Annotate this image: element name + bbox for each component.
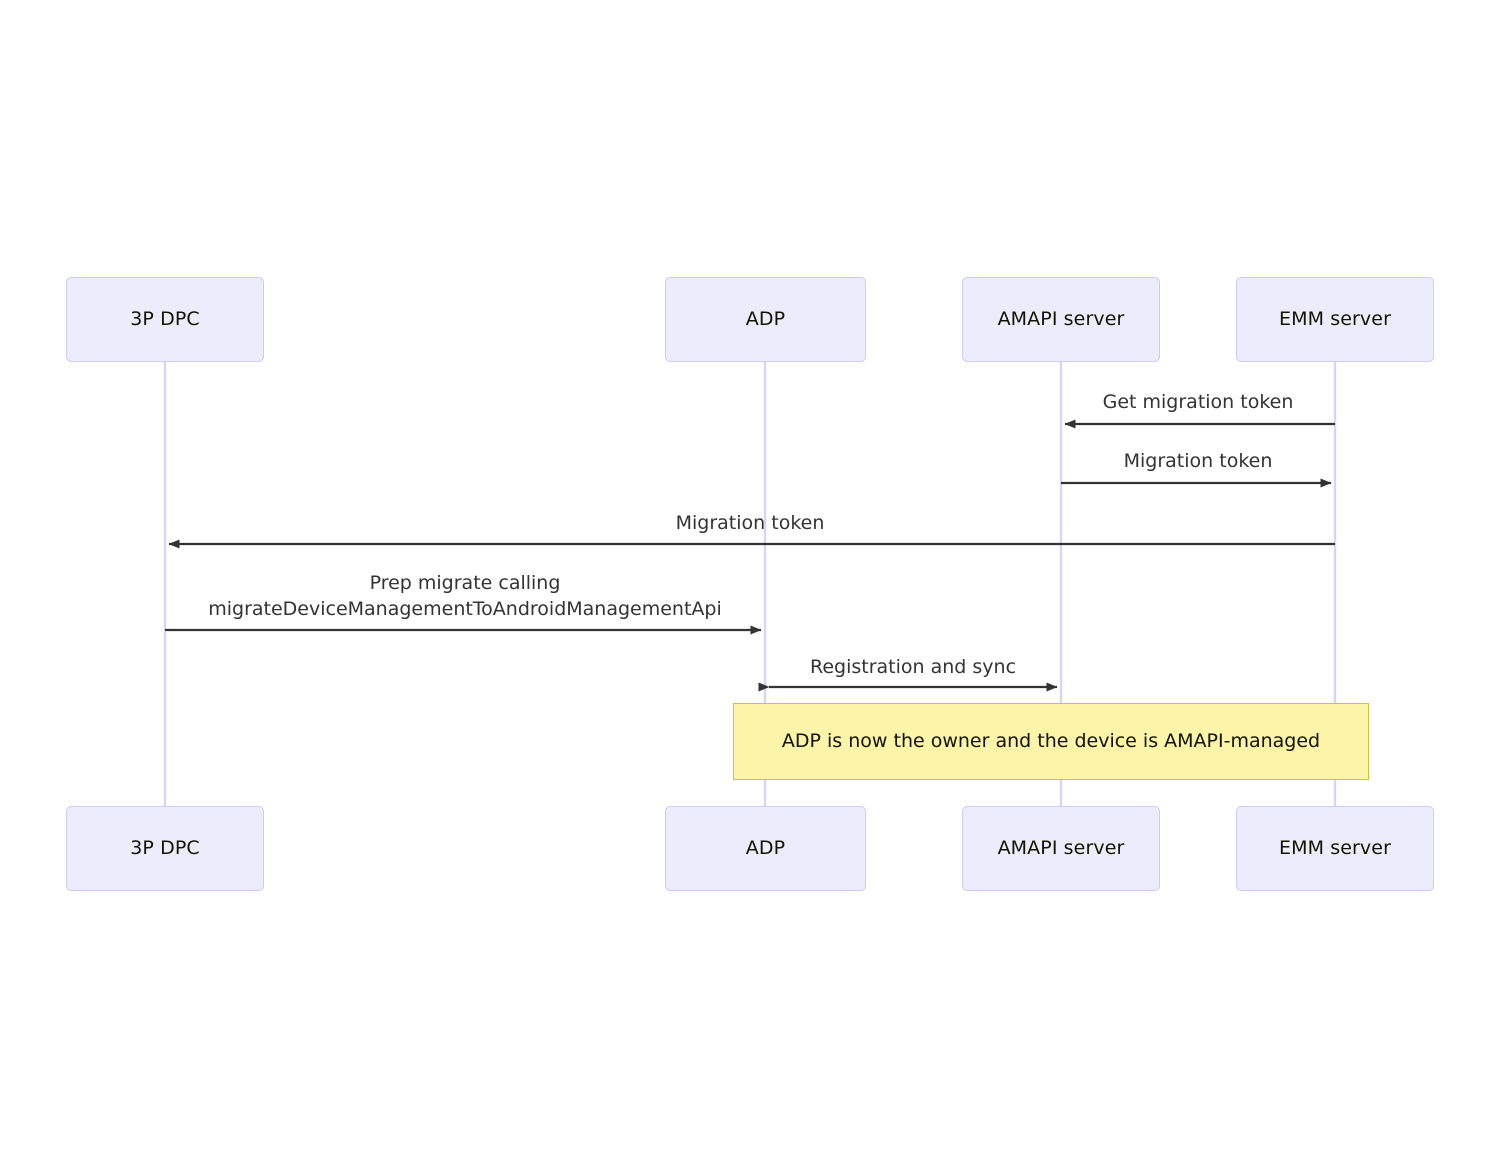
note-label: ADP is now the owner and the device is A…: [781, 730, 1321, 753]
message-label-migration-token-to-dpc: Migration token: [675, 512, 825, 534]
message-label-prep-migrate: Prep migrate calling migrateDeviceManage…: [208, 572, 722, 620]
actor-box-bottom-adp[interactable]: ADP: [665, 806, 866, 891]
note-adp-owner: ADP is now the owner and the device is A…: [733, 703, 1369, 780]
actor-label-adp: ADP: [745, 308, 786, 331]
actor-box-top-amapi[interactable]: AMAPI server: [962, 277, 1160, 362]
actor-label-bottom-emm: EMM server: [1279, 837, 1391, 860]
actor-box-bottom-dpc[interactable]: 3P DPC: [66, 806, 264, 891]
actor-label-bottom-dpc: 3P DPC: [130, 837, 200, 860]
actor-label-dpc: 3P DPC: [130, 308, 200, 331]
message-label-registration-and-sync: Registration and sync: [809, 656, 1017, 678]
message-arrows: [165, 419, 1335, 692]
actor-box-bottom-amapi[interactable]: AMAPI server: [962, 806, 1160, 891]
actor-label-bottom-adp: ADP: [745, 837, 786, 860]
message-label-migration-token-to-emm: Migration token: [1123, 450, 1273, 472]
actor-label-emm: EMM server: [1279, 308, 1391, 331]
actor-box-top-emm[interactable]: EMM server: [1236, 277, 1434, 362]
actor-label-bottom-amapi: AMAPI server: [997, 837, 1125, 860]
message-label-get-migration-token: Get migration token: [1102, 391, 1294, 413]
actor-label-amapi: AMAPI server: [997, 308, 1125, 331]
actor-box-top-dpc[interactable]: 3P DPC: [66, 277, 264, 362]
actor-box-bottom-emm[interactable]: EMM server: [1236, 806, 1434, 891]
actor-box-top-adp[interactable]: ADP: [665, 277, 866, 362]
